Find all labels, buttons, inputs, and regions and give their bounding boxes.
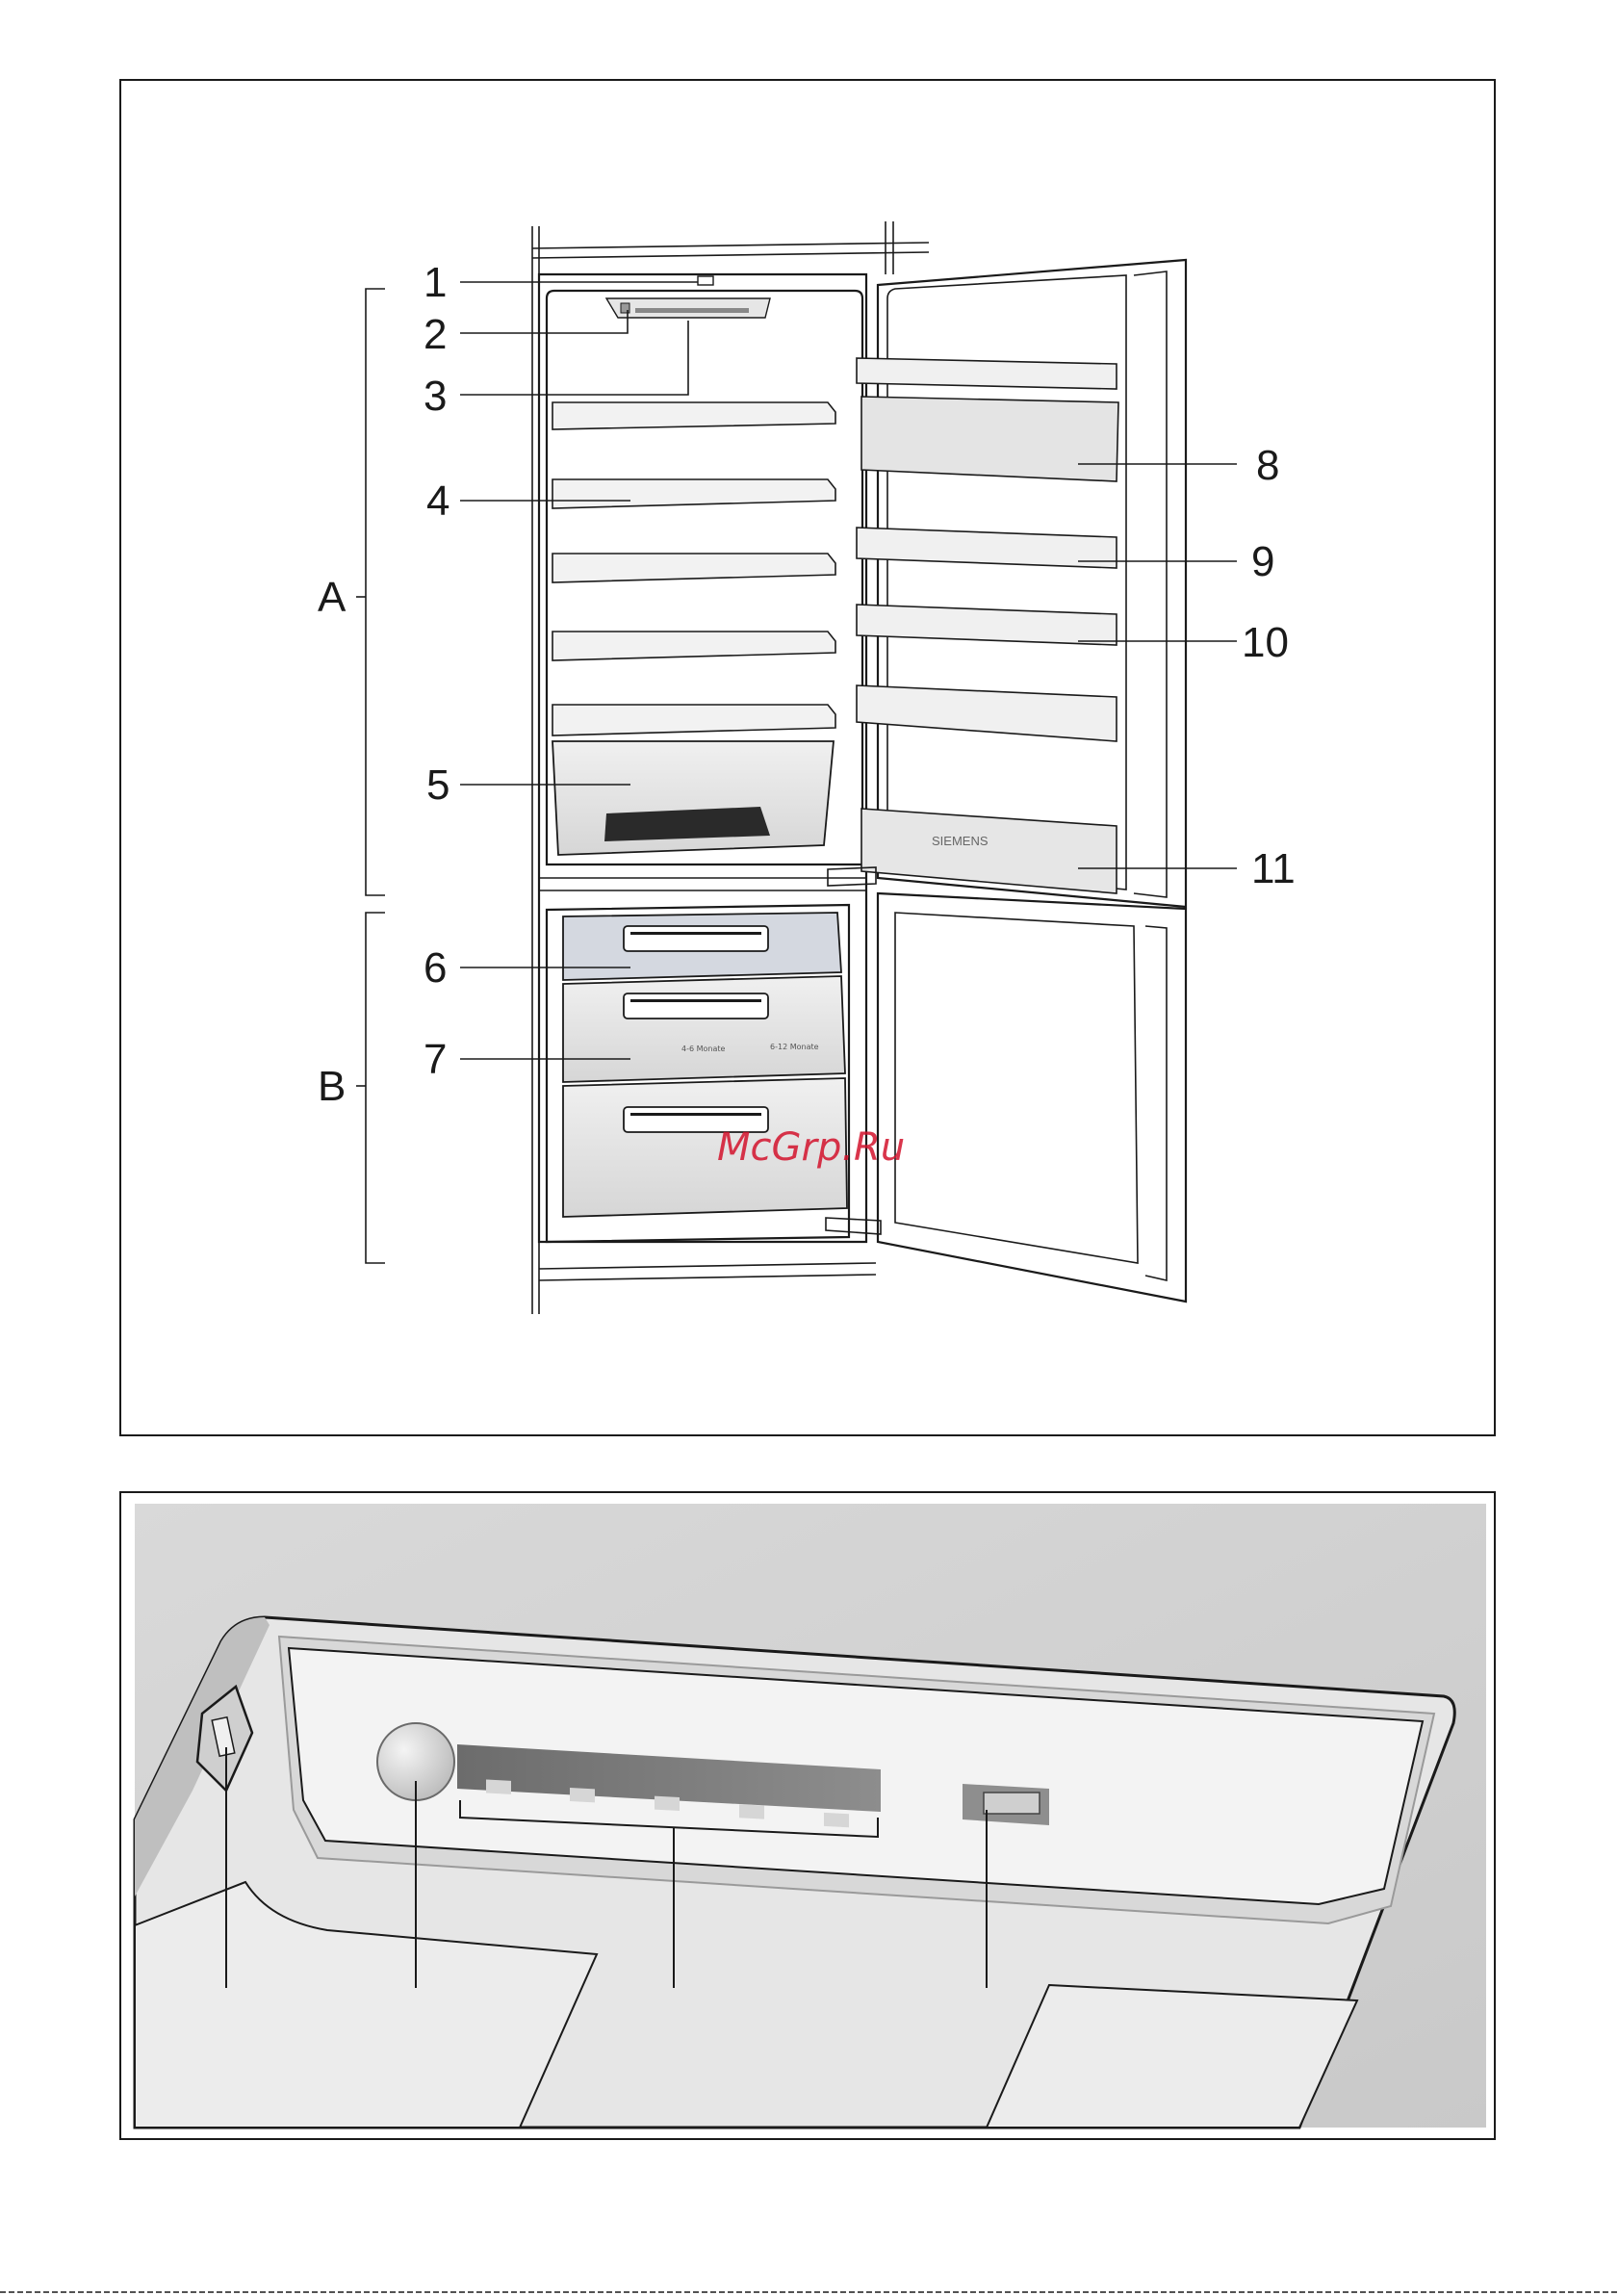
freezer-drawers (563, 913, 847, 1217)
zone-label-a: A (318, 574, 347, 621)
callout-7: 7 (424, 1036, 447, 1083)
drawer-label-4-6: 4-6 Monate (681, 1045, 726, 1053)
callout-5: 5 (426, 761, 449, 809)
callout-6: 6 (424, 944, 447, 992)
callout-10: 10 (1242, 619, 1289, 666)
light-switch (698, 276, 713, 285)
control-panel-closeup (135, 1617, 1454, 2128)
callout-9: 9 (1251, 538, 1274, 585)
drawer-label-6-12: 6-12 Monate (770, 1043, 819, 1051)
zone-label-b: B (318, 1063, 346, 1110)
callout-8: 8 (1256, 442, 1279, 489)
callout-3: 3 (424, 373, 447, 420)
callout-1: 1 (424, 259, 447, 306)
door-brand: SIEMENS (932, 834, 989, 848)
callout-11: 11 (1251, 845, 1296, 892)
watermark: McGrp.Ru (717, 1125, 905, 1170)
callout-4: 4 (426, 477, 449, 525)
callout-2: 2 (424, 311, 447, 358)
